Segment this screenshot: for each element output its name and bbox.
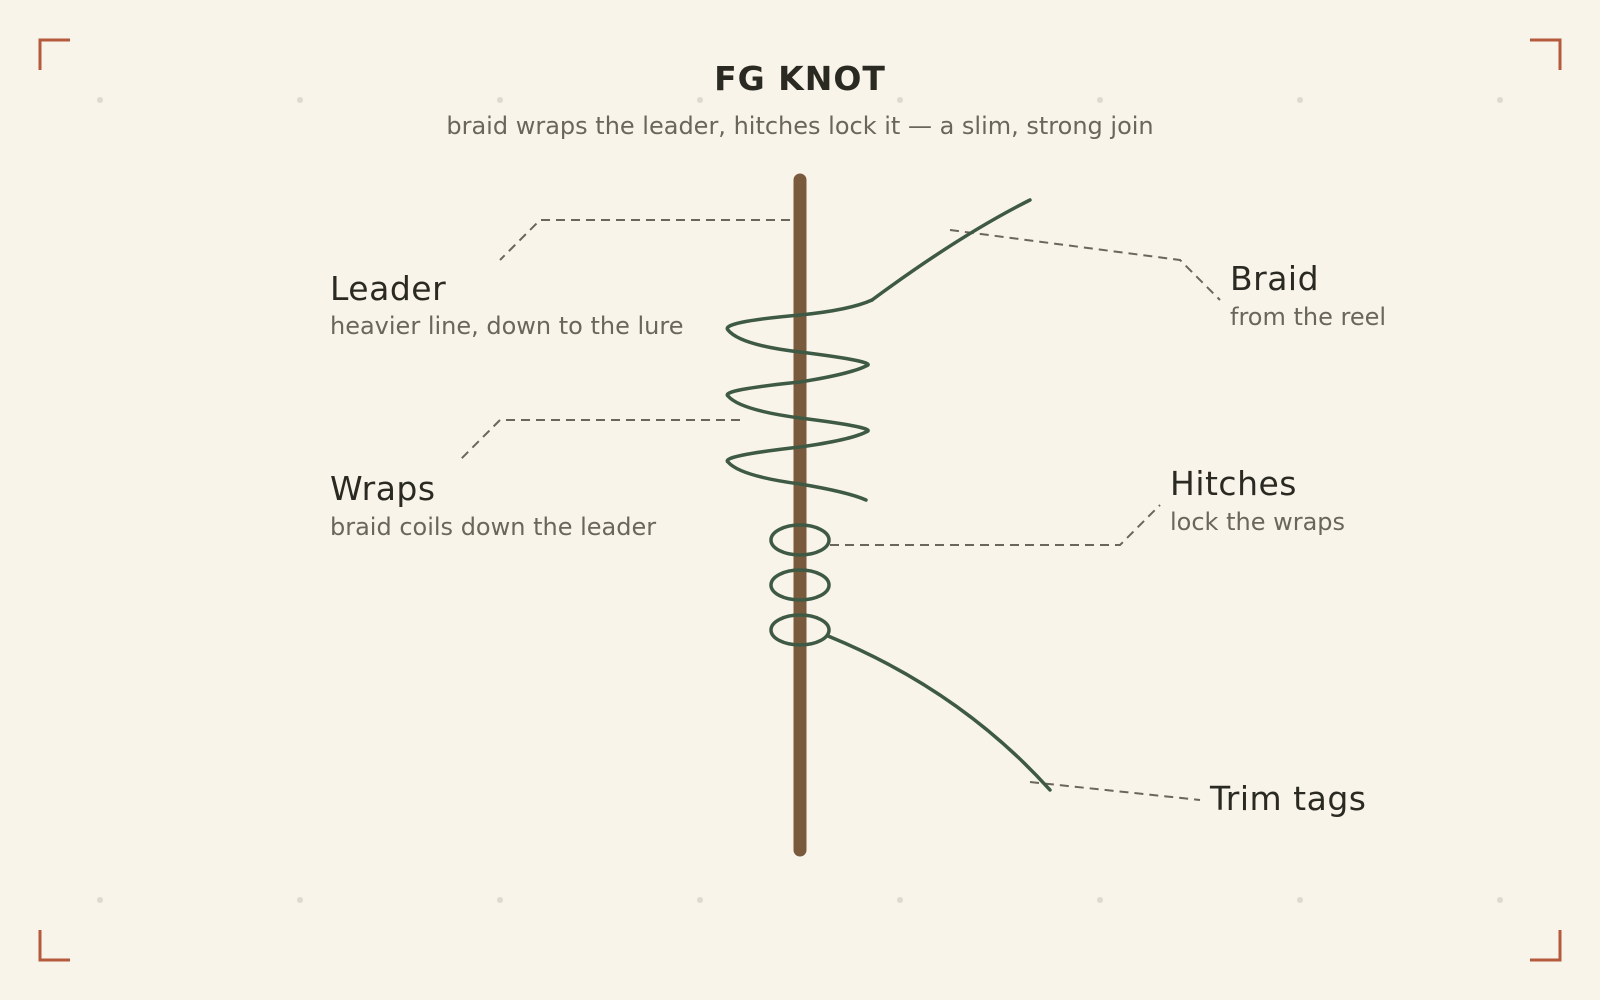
grid-dot [297,897,303,903]
callout-hitches-label: Hitches [1170,464,1297,503]
grid-dot [1297,97,1303,103]
grid-dot [297,97,303,103]
callout-hitches: Hitches lock the wraps [1170,464,1345,536]
grid-dot [1497,97,1503,103]
corner-bracket-icon [38,930,70,962]
grid-dot [97,897,103,903]
callout-braid-label: Braid [1230,259,1319,298]
grid-dot [897,97,903,103]
trim-tag-end [826,634,1052,792]
callout-wraps-label: Wraps [330,469,436,508]
trim-tags-callout-line [1029,781,1201,801]
hitch-loop [769,568,831,602]
callout-hitches-desc: lock the wraps [1170,508,1345,536]
callout-braid-desc: from the reel [1230,303,1386,331]
grid-dot [697,897,703,903]
callout-leader: Leader heavier line, down to the lure [330,269,684,340]
leader-callout-line [499,219,790,261]
grid-dot [97,97,103,103]
grid-dot [1097,97,1103,103]
wraps-callout-line [459,419,740,461]
grid-dot [697,97,703,103]
hitch-loop [769,613,831,647]
corner-bracket-icon [1530,930,1562,962]
callout-wraps: Wraps braid coils down the leader [330,469,656,541]
corner-bracket-icon [1530,38,1562,70]
corner-brackets [38,38,1562,962]
grid-dots [97,97,1503,903]
braid-wraps [725,298,874,502]
corner-bracket-icon [38,38,70,70]
page-title: FG KNOT [714,59,886,98]
page-subtitle: braid wraps the leader, hitches lock it … [446,112,1153,140]
callout-wraps-desc: braid coils down the leader [330,513,656,541]
grid-dot [497,97,503,103]
callout-leader-desc: heavier line, down to the lure [330,312,684,340]
callout-leader-label: Leader [330,269,446,308]
grid-dot [1297,897,1303,903]
callout-trim-tags-label: Trim tags [1209,779,1366,818]
braid-from-reel [870,198,1032,302]
braid-callout-line [949,229,1221,301]
braid-line [725,198,1032,502]
callout-trim-tags: Trim tags [1209,779,1366,818]
grid-dot [1097,897,1103,903]
hitch-loop [769,523,831,557]
callout-leader-lines [459,219,1221,801]
grid-dot [1497,897,1503,903]
hitches [769,523,831,647]
hitches-callout-line [830,504,1161,546]
grid-dot [897,897,903,903]
callout-braid: Braid from the reel [1230,259,1386,331]
grid-dot [497,897,503,903]
